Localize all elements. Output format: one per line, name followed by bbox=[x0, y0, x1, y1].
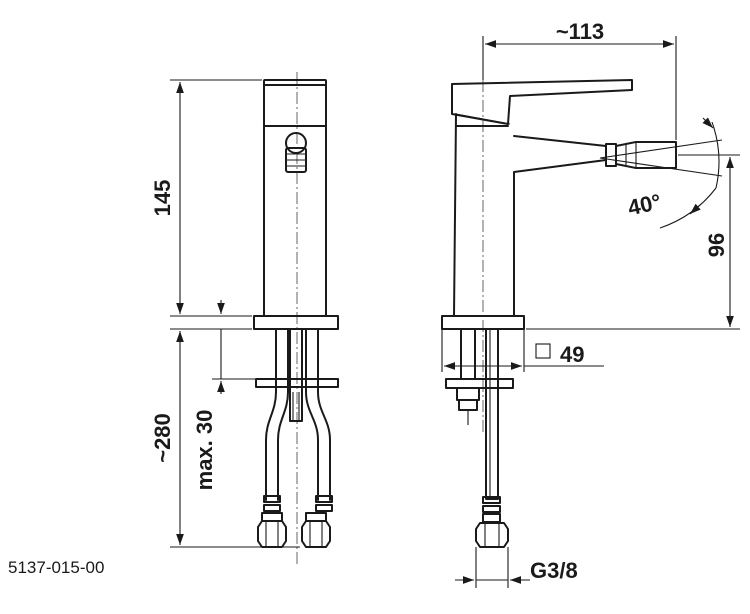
product-code: 5137-015-00 bbox=[8, 558, 104, 577]
dimension-lines bbox=[170, 36, 740, 588]
dim-pipe-length-label: ~280 bbox=[150, 413, 175, 463]
dim-tilt-angle-label: 40° bbox=[626, 189, 664, 220]
dim-max-thickness-label: max. 30 bbox=[192, 410, 217, 491]
dim-base-size-label: 49 bbox=[560, 342, 584, 367]
dim-reach-label: ~113 bbox=[556, 19, 604, 44]
dim-connection-label: G3/8 bbox=[530, 558, 578, 583]
front-view bbox=[253, 72, 339, 565]
side-view bbox=[441, 40, 677, 548]
dim-spout-height-label: 96 bbox=[704, 233, 729, 257]
dim-height-body-label: 145 bbox=[150, 180, 175, 217]
